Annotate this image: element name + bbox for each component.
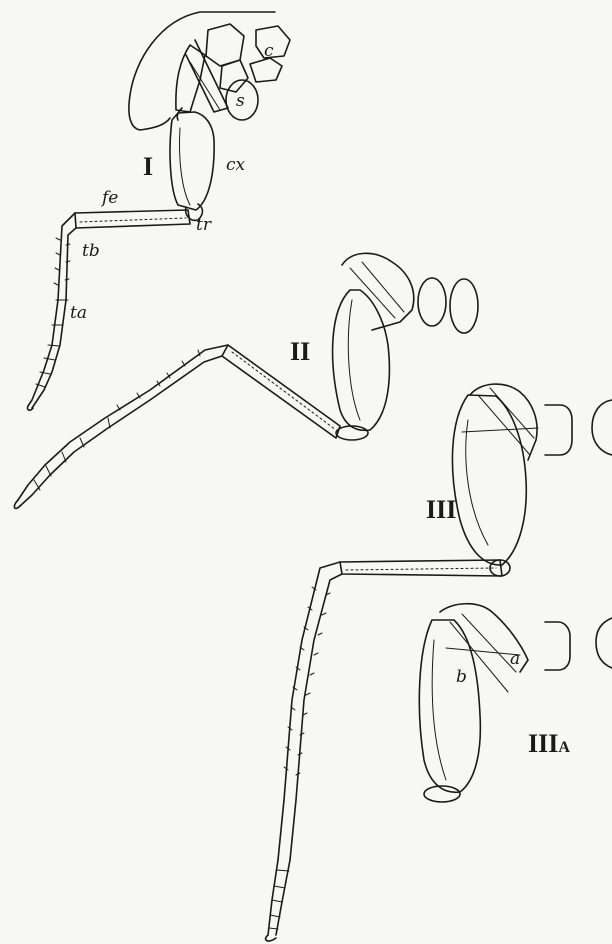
hindleg-detail-drawing: a b IIIA (419, 604, 612, 802)
label-tarsus: ta (70, 303, 87, 323)
label-coxa: cx (226, 155, 246, 175)
label-trochanter: tr (196, 215, 212, 235)
label-foreleg: I (143, 152, 153, 181)
label-hindleg: III (426, 495, 456, 524)
label-detail-b: b (456, 667, 467, 687)
label-midleg: II (290, 337, 310, 366)
label-hindleg-alt: IIIA (528, 729, 570, 758)
label-hindleg-alt-suffix: A (558, 739, 570, 756)
label-coxa-plate: c (264, 41, 274, 61)
label-femur: fe (100, 188, 118, 208)
label-sclerite: s (236, 91, 245, 111)
label-tibia: tb (82, 241, 100, 261)
label-detail-a: a (510, 649, 520, 669)
hindleg-drawing: III (266, 384, 612, 941)
label-hindleg-alt-numeral: III (528, 729, 558, 758)
foreleg-drawing: c s I cx fe tr tb ta (27, 12, 290, 410)
midleg-drawing: II (14, 253, 478, 508)
